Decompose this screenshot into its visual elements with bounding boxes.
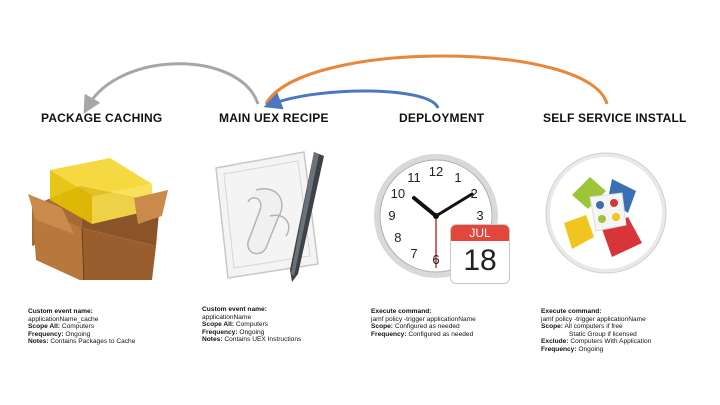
clock-numeral: 7 (410, 246, 418, 262)
heading-self-service-install: SELF SERVICE INSTALL (543, 111, 687, 125)
main-uex-recipe-notes: Custom event name: applicationName Scope… (202, 306, 302, 344)
package-box-icon (28, 158, 168, 280)
calendar-page: JUL 18 (450, 224, 510, 284)
clock-numeral: 6 (432, 252, 440, 267)
heading-main-uex-recipe: MAIN UEX RECIPE (219, 111, 329, 125)
calendar-month: JUL (451, 225, 509, 241)
deployment-notes: Execute command: jamf policy -trigger ap… (371, 308, 476, 338)
gray-arrow (83, 62, 260, 114)
clock-numeral: 1 (454, 169, 462, 185)
heading-deployment: DEPLOYMENT (399, 111, 485, 125)
clock-numeral: 2 (470, 186, 478, 201)
clock-numeral: 12 (428, 164, 444, 179)
self-service-icon (545, 152, 667, 274)
clock-numeral: 10 (390, 186, 406, 201)
orange-arrow (264, 54, 609, 105)
script-editor-icon (215, 151, 324, 282)
package-caching-notes: Custom event name: applicationName_cache… (28, 308, 136, 346)
self-service-install-notes: Execute command: jamf policy -trigger ap… (541, 308, 652, 353)
clock-numeral: 11 (407, 169, 421, 185)
flow-arrows (83, 54, 609, 114)
clock-numeral: 9 (388, 208, 396, 223)
blue-arrow (263, 89, 440, 110)
calendar-day: 18 (463, 244, 497, 277)
clock-numeral: 8 (394, 230, 402, 245)
heading-package-caching: PACKAGE CACHING (41, 111, 163, 125)
clock-numeral: 3 (476, 208, 484, 223)
clock-calendar-icon: 121234567891011 JUL 18 (374, 152, 514, 284)
